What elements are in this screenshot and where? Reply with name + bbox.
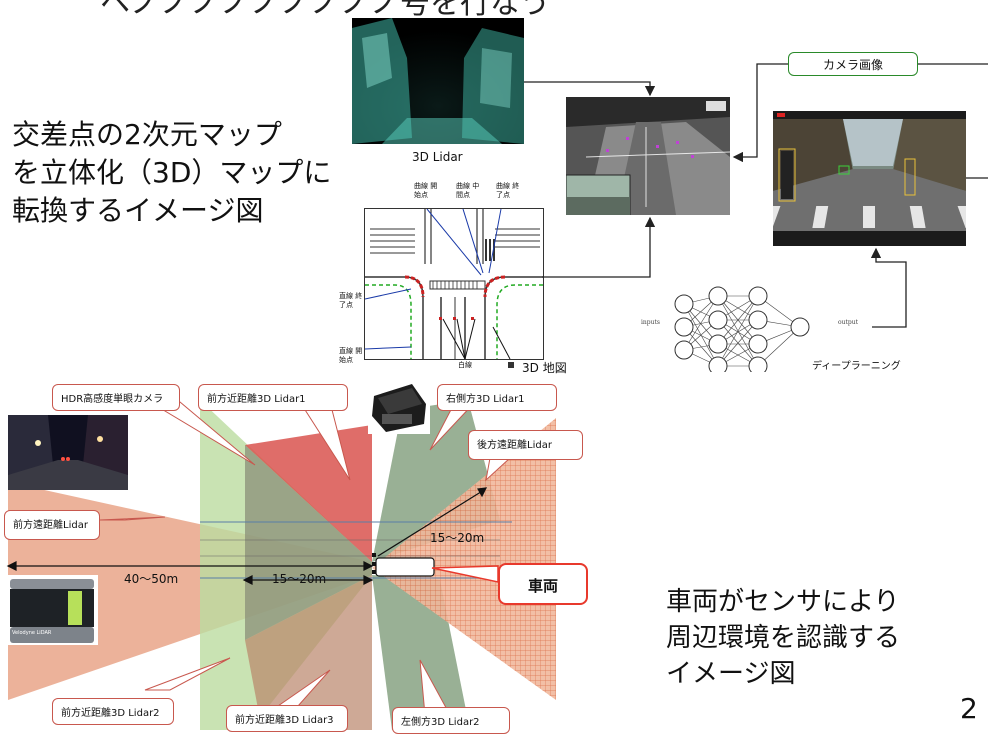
callout-right-side-lidar-1: 右側方3D Lidar1 [437,384,557,411]
fused-3d-view-image [566,97,730,215]
map-label-straight-start: 直線 開始点 [339,347,363,364]
camera-image-label-box: カメラ画像 [788,52,918,76]
map-label: 3D 地図 [522,361,567,375]
left-caption-line-2: を立体化（3D）マップに [12,156,332,189]
neural-network-diagram [640,282,840,376]
callout-front-near-lidar-2: 前方近距離3D Lidar2 [52,698,174,725]
right-caption: 車両がセンサにより 周辺環境を認識する イメージ図 [666,584,900,692]
nn-connection [717,295,759,345]
lidar-device-image [368,378,430,434]
nn-node [790,317,810,337]
velodyne-device-image [6,575,98,645]
nn-node [674,294,694,314]
nn-connection [717,319,759,367]
callout-front-near-lidar-3: 前方近距離3D Lidar3 [226,705,348,732]
sensor-coverage-diagram [6,400,556,730]
distance-label-15-20-front: 15～20m [272,572,327,586]
nn-inputs-label: inputs [641,319,660,326]
intersection-map [364,208,544,360]
front-near-3-zone [245,575,372,730]
distance-label-40-50: 40～50m [124,572,179,586]
velodyne-brand-label: Velodyne LiDAR [12,630,52,636]
lidar-point-cloud-image [352,18,524,144]
nn-output-label: output [838,319,859,326]
callout-front-near-lidar-1: 前方近距離3D Lidar1 [198,384,348,411]
callout-hdr-camera: HDR高感度単眼カメラ [52,384,180,411]
distance-label-15-20-side: 15～20m [430,531,485,545]
right-caption-line-3: イメージ図 [666,659,796,689]
nn-connection [717,295,759,367]
left-caption: 交差点の2次元マップ を立体化（3D）マップに 転換するイメージ図 [12,116,331,230]
nn-node [708,286,728,306]
map-label-white-line: 白線 [458,361,472,369]
nn-node [748,310,768,330]
callout-left-side-lidar-2: 左側方3D Lidar2 [392,707,510,734]
map-label-curve-start: 曲線 開始点 [414,182,438,199]
map-label-curve-end: 曲線 終了点 [496,182,520,199]
deep-learning-label: ディープラーニング [812,361,901,372]
hdr-camera-night-image [8,415,128,490]
left-caption-line-1: 交差点の2次元マップ [12,118,282,151]
rear-far-zone [372,418,556,700]
camera-street-image [773,111,966,246]
nn-node [674,317,694,337]
nn-node [708,310,728,330]
callout-front-far-lidar: 前方遠距離Lidar [4,510,100,540]
page-number: 2 [960,692,978,725]
top-heading-fragment: ヘノノノノノノノノノ号を行なう [100,0,550,21]
vehicle-box [375,557,435,577]
lidar-label: 3D Lidar [412,150,463,164]
right-caption-line-2: 周辺環境を認識する [666,623,901,653]
nn-node [708,334,728,354]
nn-node [748,286,768,306]
map-label-straight-end: 直線 終了点 [339,292,363,309]
nn-node [674,340,694,360]
right-caption-line-1: 車両がセンサにより [666,587,900,617]
map-legend-marker [508,362,514,368]
callout-rear-far-lidar: 後方遠距離Lidar [468,430,583,460]
map-label-curve-mid: 曲線 中間点 [456,182,480,199]
nn-connection [683,295,719,351]
nn-connection [757,326,801,367]
callout-vehicle: 車両 [498,563,588,605]
nn-node [748,334,768,354]
left-caption-line-3: 転換するイメージ図 [12,194,264,227]
